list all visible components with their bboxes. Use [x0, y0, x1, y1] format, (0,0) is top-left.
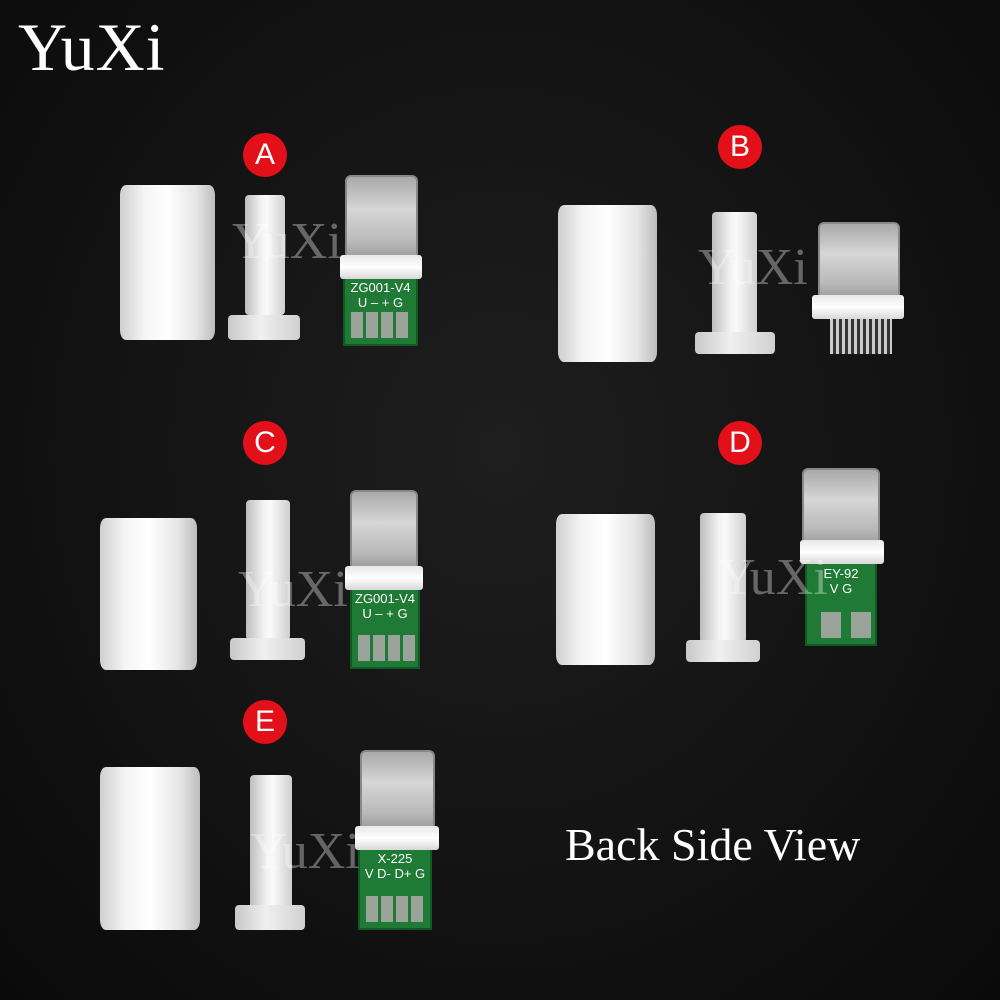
watermark: YuXi: [232, 213, 342, 270]
inner-sleeve-b: [712, 212, 757, 337]
watermark: YuXi: [238, 561, 348, 618]
pcb-pin-labels: V D- D+ G: [364, 866, 426, 881]
solder-pad: [411, 896, 423, 922]
white-band-c: [345, 566, 423, 590]
badge-e: E: [243, 700, 287, 744]
solder-pad: [373, 635, 385, 661]
solder-pad: [366, 896, 378, 922]
pcb-model-label: ZG001-V4: [355, 591, 415, 606]
solder-pad: [366, 312, 378, 338]
lightning-plug-e: [360, 750, 435, 830]
outer-shell-e: [100, 767, 200, 930]
badge-b: B: [718, 125, 762, 169]
white-band-a: [340, 255, 422, 279]
inner-sleeve-e: [250, 775, 292, 910]
white-band-e: [355, 826, 439, 850]
lightning-plug-d: [802, 468, 880, 546]
sleeve-flange-c: [230, 638, 305, 660]
brand-logo: YuXi: [18, 9, 166, 85]
white-band-d: [800, 540, 884, 564]
solder-pad: [381, 312, 393, 338]
solder-pad: [396, 312, 408, 338]
inner-sleeve-d: [700, 513, 746, 643]
pcb-pin-labels: U – + G: [362, 606, 408, 621]
solder-pad: [851, 612, 871, 638]
solder-pad: [351, 312, 363, 338]
solder-pad: [381, 896, 393, 922]
solder-pad: [388, 635, 400, 661]
sleeve-flange-b: [695, 332, 775, 354]
white-band-b: [812, 295, 904, 319]
watermark: YuXi: [250, 823, 360, 880]
outer-shell-d: [556, 514, 655, 665]
watermark: YuXi: [718, 549, 828, 606]
outer-shell-c: [100, 518, 197, 670]
sleeve-flange-a: [228, 315, 300, 340]
lightning-plug-c: [350, 490, 418, 570]
outer-shell-b: [558, 205, 657, 362]
lightning-plug-b: [818, 222, 900, 300]
badge-c: C: [243, 421, 287, 465]
sleeve-flange-e: [235, 905, 305, 930]
pcb-model-label: ZG001-V4: [350, 280, 411, 295]
badge-a: A: [243, 133, 287, 177]
watermark: YuXi: [698, 239, 808, 296]
pcb-model-label: EY-92: [823, 566, 859, 581]
sleeve-flange-d: [686, 640, 760, 662]
pcb-model-label: X-225: [377, 851, 413, 866]
solder-pad: [403, 635, 415, 661]
solder-pad: [358, 635, 370, 661]
inner-sleeve-c: [246, 500, 290, 640]
outer-shell-a: [120, 185, 215, 340]
badge-d: D: [718, 421, 762, 465]
pcb-pin-labels: V G: [829, 581, 853, 596]
lightning-plug-a: [345, 175, 418, 260]
solder-pad: [821, 612, 841, 638]
caption-back-side-view: Back Side View: [565, 819, 861, 870]
connector-pins-b: [830, 318, 892, 354]
pcb-pin-labels: U – + G: [357, 295, 404, 310]
inner-sleeve-a: [245, 195, 285, 315]
solder-pad: [396, 896, 408, 922]
